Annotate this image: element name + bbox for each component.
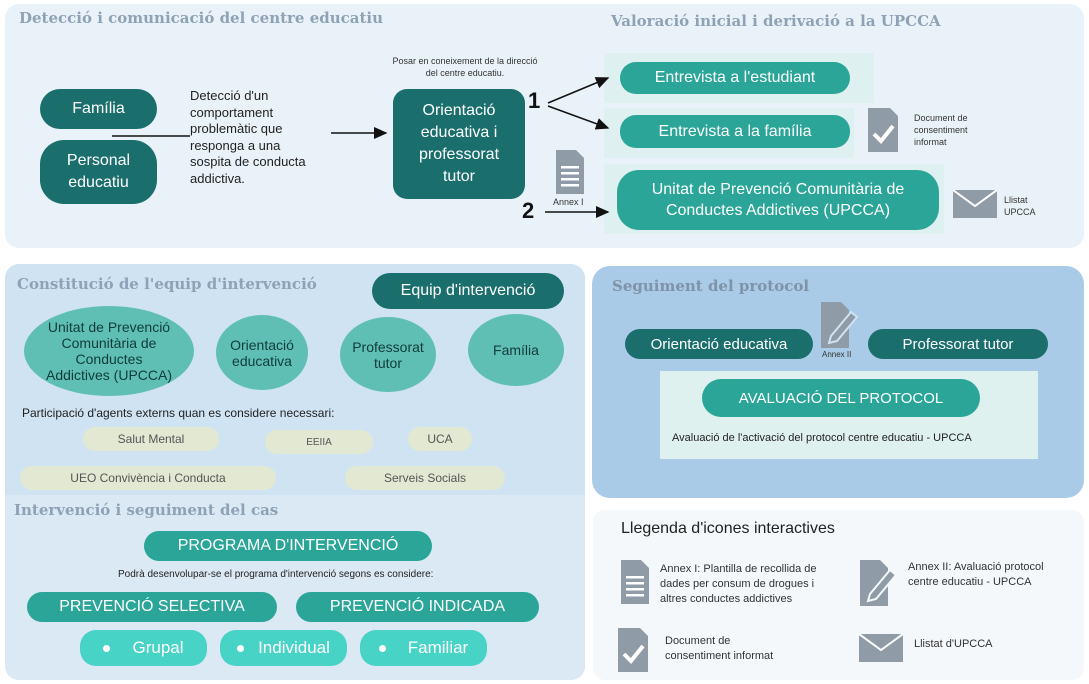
section-title-intervencio: Intervenció i seguiment del cas <box>14 501 279 519</box>
avaluacio-node: AVALUACIÓ DEL PROTOCOL <box>702 379 980 417</box>
professorat-ellipse: Professorat tutor <box>340 317 436 392</box>
orientacio-tutor-node: Orientació educativa i professorat tutor <box>393 89 525 199</box>
participacio-text: Participació d'agents externs quan es co… <box>22 406 335 420</box>
legend-annex-1-icon <box>621 560 651 604</box>
bullet-icon <box>237 644 245 652</box>
personal-educatiu-node: Personal educatiu <box>40 140 157 204</box>
programa-node: PROGRAMA D'INTERVENCIÓ <box>144 531 432 561</box>
agent-ueo: UEO Convivència i Conducta <box>20 466 276 490</box>
section-title-seguiment: Seguiment del protocol <box>612 277 810 295</box>
entrevista-familia-node: Entrevista a la família <box>620 115 850 148</box>
familia-ellipse: Família <box>468 314 564 386</box>
upcca-ellipse: Unitat de Prevenció Comunitària de Condu… <box>24 306 194 396</box>
individual-label: Individual <box>258 638 330 657</box>
llistat-upcca-label: Llistat UPCCA <box>1004 195 1036 217</box>
legend-llistat-text: Llistat d'UPCCA <box>914 638 993 650</box>
orientacio-ellipse: Orientació educativa <box>216 315 308 390</box>
agent-uca: UCA <box>408 427 472 451</box>
agent-eeiia: EEIIA <box>265 430 373 454</box>
section-title-deteccio: Detecció i comunicació del centre educat… <box>19 9 384 27</box>
agent-serveis-socials: Serveis Socials <box>345 466 505 490</box>
step-2-label: 2 <box>522 198 535 223</box>
legend-annex-2-text: Annex II: Avaluació protocol centre educ… <box>908 561 1044 588</box>
avaluacio-text: Avaluació de l'activació del protocol ce… <box>672 432 972 444</box>
prevencio-indicada-node: PREVENCIÓ INDICADA <box>296 592 539 622</box>
agent-salut-mental: Salut Mental <box>83 427 219 451</box>
orientacio-seguiment-node: Orientació educativa <box>625 329 813 359</box>
bullet-icon <box>378 644 386 652</box>
section-title-valoracio: Valoració inicial i derivació a la UPCCA <box>611 12 941 30</box>
grupal-node: Grupal <box>80 630 207 666</box>
document-consentiment-label: Document de consentiment informat <box>914 113 968 147</box>
professorat-seguiment-node: Professorat tutor <box>868 329 1048 359</box>
familiar-node: Familiar <box>360 630 487 666</box>
grupal-label: Grupal <box>132 638 184 657</box>
upcca-node: Unitat de Prevenció Comunitària de Condu… <box>617 170 939 230</box>
annex-2-label: Annex II <box>822 350 852 359</box>
equip-intervencio-node: Equip d'intervenció <box>372 273 564 309</box>
legend-title: Llegenda d'icones interactives <box>621 520 835 537</box>
legend-envelope-icon <box>859 634 903 662</box>
bullet-icon <box>103 644 111 652</box>
legend-annex-2-icon <box>860 560 904 606</box>
posar-text: Posar en coneixement de la direcció del … <box>392 56 538 78</box>
legend-document-icon <box>618 628 650 672</box>
annex-2-icon[interactable] <box>821 302 865 348</box>
section-title-constitucio: Constitució de l'equip d'intervenció <box>17 275 317 293</box>
familiar-label: Familiar <box>407 638 469 657</box>
annex-1-icon[interactable] <box>556 150 586 194</box>
envelope-icon[interactable] <box>953 190 997 218</box>
legend-annex-1-text: Annex I: Plantilla de recollida de dades… <box>660 563 817 605</box>
legend-panel <box>593 510 1084 680</box>
entrevista-estudiant-node: Entrevista a l'estudiant <box>620 62 850 94</box>
prevencio-selectiva-node: PREVENCIÓ SELECTIVA <box>27 592 277 622</box>
annex-1-label: Annex I <box>553 197 584 207</box>
top-connectors <box>112 77 610 218</box>
step-1-label: 1 <box>528 88 541 113</box>
deteccio-text: Detecció d'un comportament problemàtic q… <box>190 88 306 186</box>
legend-document-text: Document de consentiment informat <box>665 635 774 662</box>
familia-node: Família <box>40 89 157 129</box>
checkmark-document-icon[interactable] <box>868 108 900 152</box>
podra-text: Podrà desenvolupar-se el programa d'inte… <box>118 569 434 580</box>
individual-node: Individual <box>220 630 347 666</box>
